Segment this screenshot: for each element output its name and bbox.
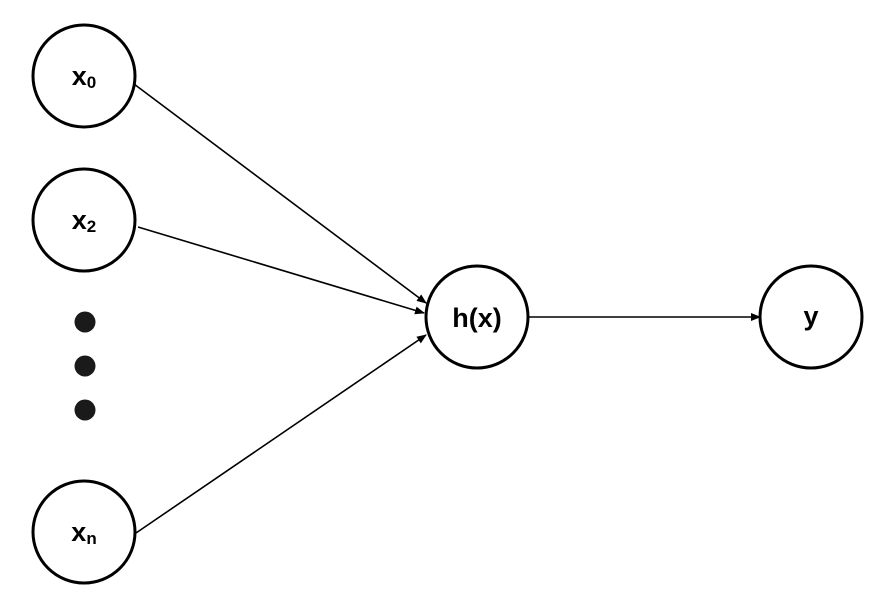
node-x0-main: x <box>72 61 87 91</box>
node-xn: xn <box>31 479 137 585</box>
ellipsis-dots <box>74 311 96 421</box>
node-x2: x2 <box>31 167 137 273</box>
ellipsis-dot <box>74 355 96 377</box>
ellipsis-dot <box>74 399 96 421</box>
node-y-label: y <box>803 301 818 331</box>
node-x2-subscript: 2 <box>87 217 96 236</box>
svg-text:x2: x2 <box>72 205 97 236</box>
node-x0-subscript: 0 <box>87 73 96 92</box>
node-h: h(x) <box>424 264 530 370</box>
node-x2-main: x <box>72 205 87 235</box>
node-h-label: h(x) <box>452 303 502 333</box>
ellipsis-dot <box>74 311 96 333</box>
node-x0: x0 <box>31 23 137 129</box>
svg-text:x0: x0 <box>72 61 97 92</box>
node-xn-subscript: n <box>86 529 96 548</box>
node-y: y <box>758 264 864 370</box>
edge-x0-to-h <box>133 83 427 304</box>
edge-xn-to-h <box>135 334 427 534</box>
edge-x2-to-h <box>137 226 425 315</box>
svg-text:xn: xn <box>71 517 96 548</box>
node-xn-main: x <box>71 517 86 547</box>
